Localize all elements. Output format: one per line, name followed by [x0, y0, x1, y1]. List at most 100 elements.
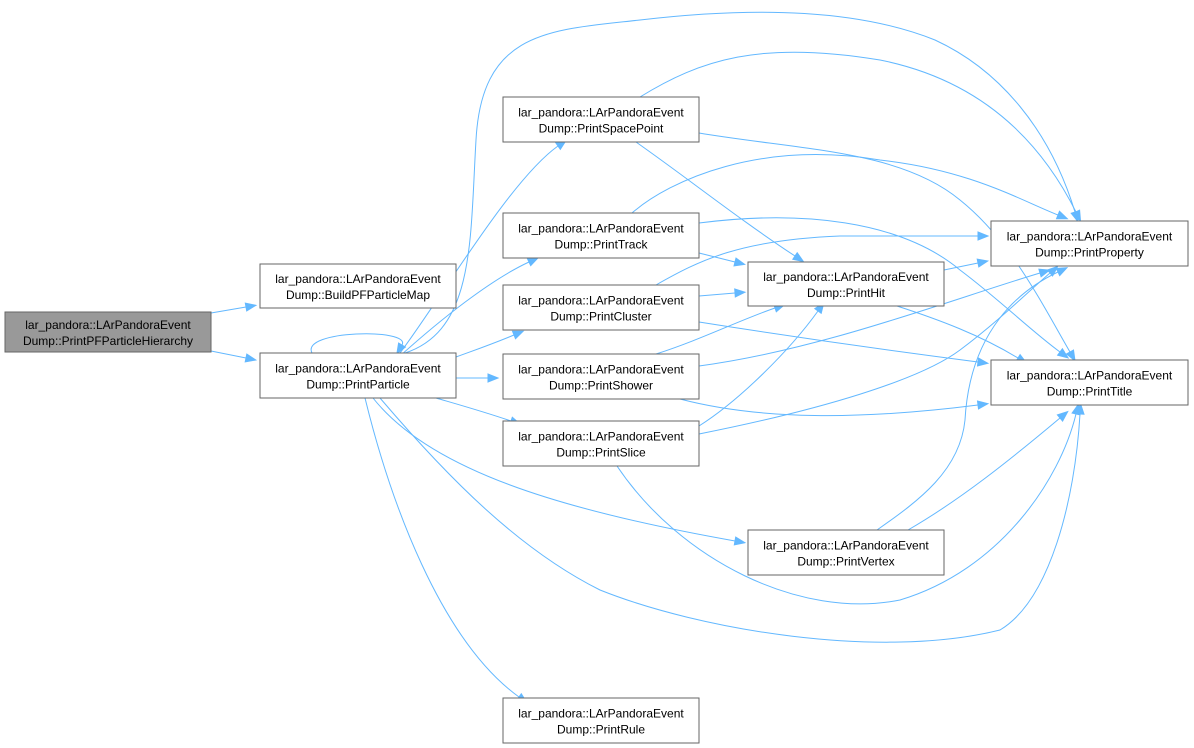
edge-arrowhead: [733, 536, 747, 546]
node-box: [4, 311, 212, 353]
node-label-line2: Dump::PrintRule: [557, 723, 645, 737]
edge-line: [435, 397, 512, 422]
edge-line: [679, 398, 979, 417]
edge-line: [896, 305, 1019, 359]
node-label-line1: lar_pandora::LArPandoraEvent: [518, 222, 684, 236]
node-label-line1: lar_pandora::LArPandoraEvent: [518, 363, 684, 377]
node-label-line1: lar_pandora::LArPandoraEvent: [518, 294, 684, 308]
edge-hierarchy-to-particle: [210, 350, 258, 363]
node-label-line2: Dump::PrintProperty: [1035, 246, 1144, 260]
node-box: [502, 420, 700, 467]
edge-line: [639, 51, 1077, 213]
node-label-line1: lar_pandora::LArPandoraEvent: [275, 362, 441, 376]
node-rule[interactable]: lar_pandora::LArPandoraEventDump::PrintR…: [502, 697, 700, 744]
node-label-line2: Dump::PrintSpacePoint: [539, 122, 664, 136]
edge-arrowhead: [976, 400, 990, 410]
edge-cluster-to-property: [655, 231, 990, 286]
edge-line: [635, 141, 796, 257]
edge-spacepoint-to-title: [698, 132, 1076, 362]
edge-arrowhead: [1055, 210, 1069, 220]
edge-arrowhead: [244, 353, 258, 363]
edge-arrowhead: [1046, 265, 1059, 277]
edge-arrowhead: [734, 288, 747, 298]
edge-vertex-to-title: [907, 410, 1069, 531]
node-slice[interactable]: lar_pandora::LArPandoraEventDump::PrintS…: [502, 420, 700, 467]
edge-line: [364, 397, 520, 698]
edge-arrowhead: [396, 342, 407, 355]
node-box: [502, 96, 700, 143]
edge-spacepoint-to-hit: [635, 141, 805, 263]
edge-hit-to-property: [943, 258, 990, 271]
edge-line: [698, 252, 736, 263]
node-box: [502, 284, 700, 331]
node-hierarchy[interactable]: lar_pandora::LArPandoraEventDump::PrintP…: [4, 311, 212, 353]
node-layer: lar_pandora::LArPandoraEventDump::PrintP…: [4, 96, 1189, 744]
edge-line: [698, 310, 819, 427]
node-box: [259, 263, 457, 309]
edge-line: [399, 145, 559, 354]
edge-line: [631, 154, 1059, 216]
edge-line: [210, 350, 247, 359]
edge-line: [210, 306, 247, 314]
edge-arrowhead: [526, 257, 540, 267]
edge-line: [698, 217, 1061, 353]
node-particle[interactable]: lar_pandora::LArPandoraEventDump::PrintP…: [259, 352, 457, 399]
edge-particle-to-title: [379, 397, 1085, 643]
edge-line: [907, 417, 1061, 531]
node-label-line2: Dump::PrintSlice: [556, 446, 646, 460]
edge-layer: [210, 11, 1085, 704]
edge-track-to-hit: [698, 252, 746, 267]
node-title[interactable]: lar_pandora::LArPandoraEventDump::PrintT…: [990, 359, 1189, 406]
edge-line: [379, 397, 1081, 643]
node-buildmap[interactable]: lar_pandora::LArPandoraEventDump::BuildP…: [259, 263, 457, 309]
node-label-line2: Dump::PrintTrack: [555, 238, 649, 252]
edge-hierarchy-to-buildmap: [210, 302, 258, 314]
edge-arrowhead: [511, 330, 525, 340]
node-track[interactable]: lar_pandora::LArPandoraEventDump::PrintT…: [502, 212, 700, 259]
node-label-line2: Dump::PrintShower: [549, 379, 653, 393]
node-label-line2: Dump::PrintHit: [807, 286, 886, 300]
node-label-line1: lar_pandora::LArPandoraEvent: [1007, 369, 1173, 383]
edge-spacepoint-to-property: [639, 51, 1082, 223]
node-label-line2: Dump::PrintVertex: [797, 555, 894, 569]
edge-slice-to-property: [698, 265, 1059, 435]
edge-arrowhead: [1071, 209, 1082, 223]
edge-particle-to-vertex: [372, 397, 747, 546]
edge-line: [372, 397, 736, 542]
node-spacepoint[interactable]: lar_pandora::LArPandoraEventDump::PrintS…: [502, 96, 700, 143]
edge-arrowhead: [1038, 268, 1051, 278]
edge-line: [616, 413, 1077, 605]
edge-line: [655, 307, 776, 355]
edge-line: [698, 292, 736, 297]
edge-shower-to-property: [698, 268, 1051, 367]
node-box: [502, 212, 700, 259]
edge-particle-to-particle: [310, 333, 407, 355]
edge-line: [455, 334, 515, 358]
node-shower[interactable]: lar_pandora::LArPandoraEventDump::PrintS…: [502, 353, 700, 400]
node-label-line1: lar_pandora::LArPandoraEvent: [25, 318, 191, 332]
node-box: [990, 220, 1189, 267]
edge-arrowhead: [244, 302, 258, 312]
edge-line: [404, 11, 1076, 354]
node-label-line1: lar_pandora::LArPandoraEvent: [518, 430, 684, 444]
node-hit[interactable]: lar_pandora::LArPandoraEventDump::PrintH…: [747, 261, 945, 307]
node-label-line1: lar_pandora::LArPandoraEvent: [275, 272, 441, 286]
node-vertex[interactable]: lar_pandora::LArPandoraEventDump::PrintV…: [747, 529, 945, 576]
node-label-line2: Dump::PrintPFParticleHierarchy: [23, 334, 193, 348]
edge-arrowhead: [1056, 410, 1069, 422]
node-cluster[interactable]: lar_pandora::LArPandoraEventDump::PrintC…: [502, 284, 700, 331]
edge-arrowhead: [976, 258, 990, 268]
edge-arrowhead: [1071, 402, 1081, 416]
node-label-line1: lar_pandora::LArPandoraEvent: [763, 270, 929, 284]
node-label-line1: lar_pandora::LArPandoraEvent: [1007, 230, 1173, 244]
node-property[interactable]: lar_pandora::LArPandoraEventDump::PrintP…: [990, 220, 1189, 267]
edge-line: [399, 261, 530, 357]
node-label-line1: lar_pandora::LArPandoraEvent: [518, 106, 684, 120]
node-box: [747, 261, 945, 307]
node-box: [259, 352, 457, 399]
node-label-line1: lar_pandora::LArPandoraEvent: [518, 707, 684, 721]
edge-track-to-title: [698, 217, 1070, 359]
node-box: [502, 353, 700, 400]
node-label-line2: Dump::PrintTitle: [1047, 385, 1133, 399]
